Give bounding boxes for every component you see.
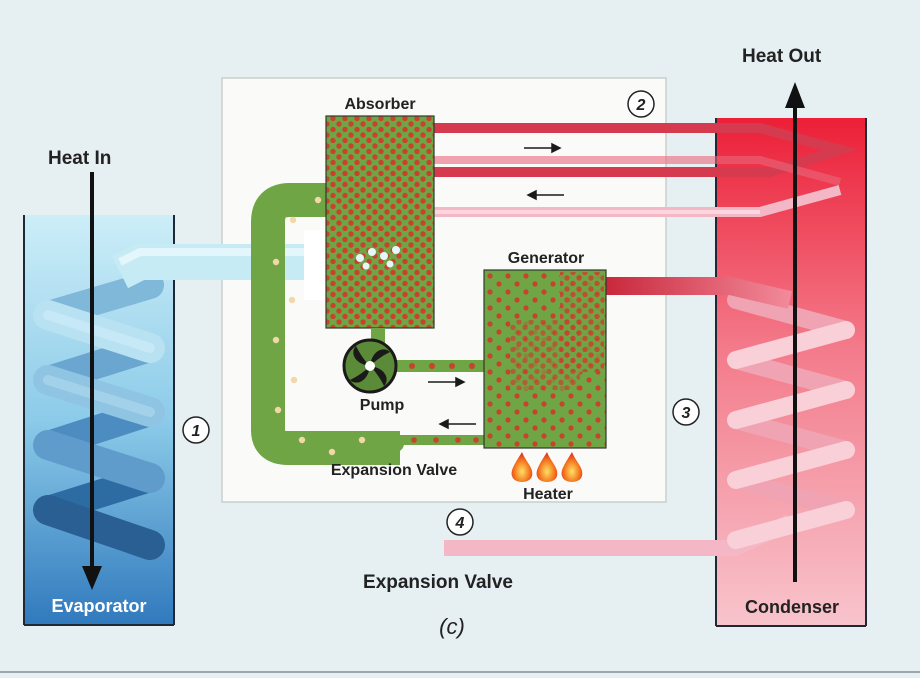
flame-icon — [511, 452, 533, 482]
step-marker-4: 4 — [455, 515, 465, 532]
caption: (c) — [439, 614, 465, 639]
generator — [483, 269, 607, 449]
step-marker-2: 2 — [636, 97, 646, 114]
label-evaporator: Evaporator — [51, 596, 146, 616]
label-pump: Pump — [360, 397, 405, 414]
label-inner-expansion-valve: Expansion Valve — [331, 462, 457, 479]
pump-fan-icon — [342, 338, 398, 394]
flame-icon — [561, 452, 583, 482]
absorber — [325, 115, 435, 329]
arrow-down-icon — [82, 172, 102, 590]
label-condenser: Condenser — [745, 597, 839, 617]
solution-loop — [251, 183, 484, 465]
label-outer-expansion-valve: Expansion Valve — [363, 572, 513, 593]
label-heater: Heater — [523, 486, 573, 503]
hot-vapor-pipe — [606, 277, 793, 309]
flow-arrows — [428, 142, 564, 430]
step-marker-3: 3 — [682, 405, 691, 422]
condenser-coil — [727, 291, 855, 549]
step-marker-1: 1 — [192, 423, 201, 440]
evaporator-coil — [33, 271, 165, 560]
flame-icon — [536, 452, 558, 482]
label-heat-in: Heat In — [48, 148, 111, 169]
label-absorber: Absorber — [344, 96, 415, 113]
heater-flames — [511, 452, 583, 482]
step-markers: 2 1 3 4 — [182, 90, 700, 536]
label-heat-out: Heat Out — [742, 46, 822, 67]
arrow-up-icon — [785, 82, 805, 582]
label-generator: Generator — [508, 250, 584, 267]
